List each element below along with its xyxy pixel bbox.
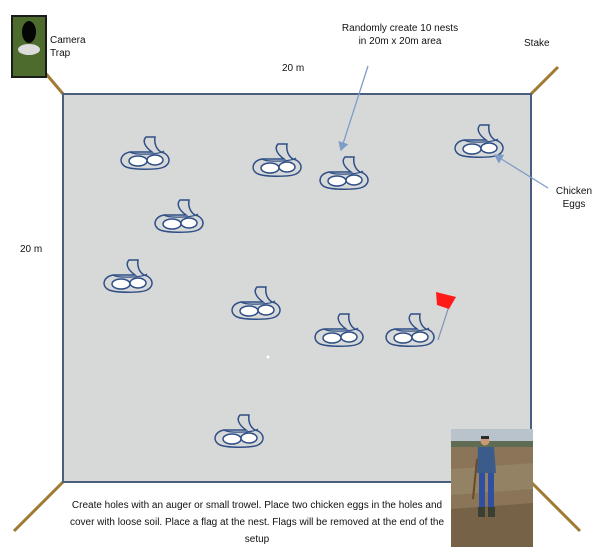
dimension-top-label: 20 m (282, 62, 304, 75)
camera-trap-icon (11, 15, 47, 78)
camera-lens (22, 21, 36, 43)
setup-caption: Create holes with an auger or small trow… (62, 497, 452, 548)
flag-icon (436, 292, 456, 309)
nest-icon (315, 314, 363, 346)
nest-icon (253, 144, 301, 176)
dimension-left-label: 20 m (20, 243, 42, 256)
nests-note: Randomly create 10 nests in 20m x 20m ar… (300, 22, 500, 48)
nest-icon (455, 125, 503, 157)
nest-icon (232, 287, 280, 319)
nest-icon (155, 200, 203, 232)
eggs-arrow (495, 155, 548, 188)
nest-icon (386, 314, 434, 346)
nest-icon (121, 137, 169, 169)
chicken-eggs-label: Chicken Eggs (552, 185, 596, 211)
stake-label: Stake (524, 37, 550, 50)
field-photo (451, 429, 533, 547)
camera-sensor (18, 44, 40, 55)
nest-icon (215, 415, 263, 447)
camera-trap-label: Camera Trap (50, 34, 110, 60)
nest-icon (104, 260, 152, 292)
nest-icon (320, 157, 368, 189)
nests-note-arrow (341, 66, 368, 150)
